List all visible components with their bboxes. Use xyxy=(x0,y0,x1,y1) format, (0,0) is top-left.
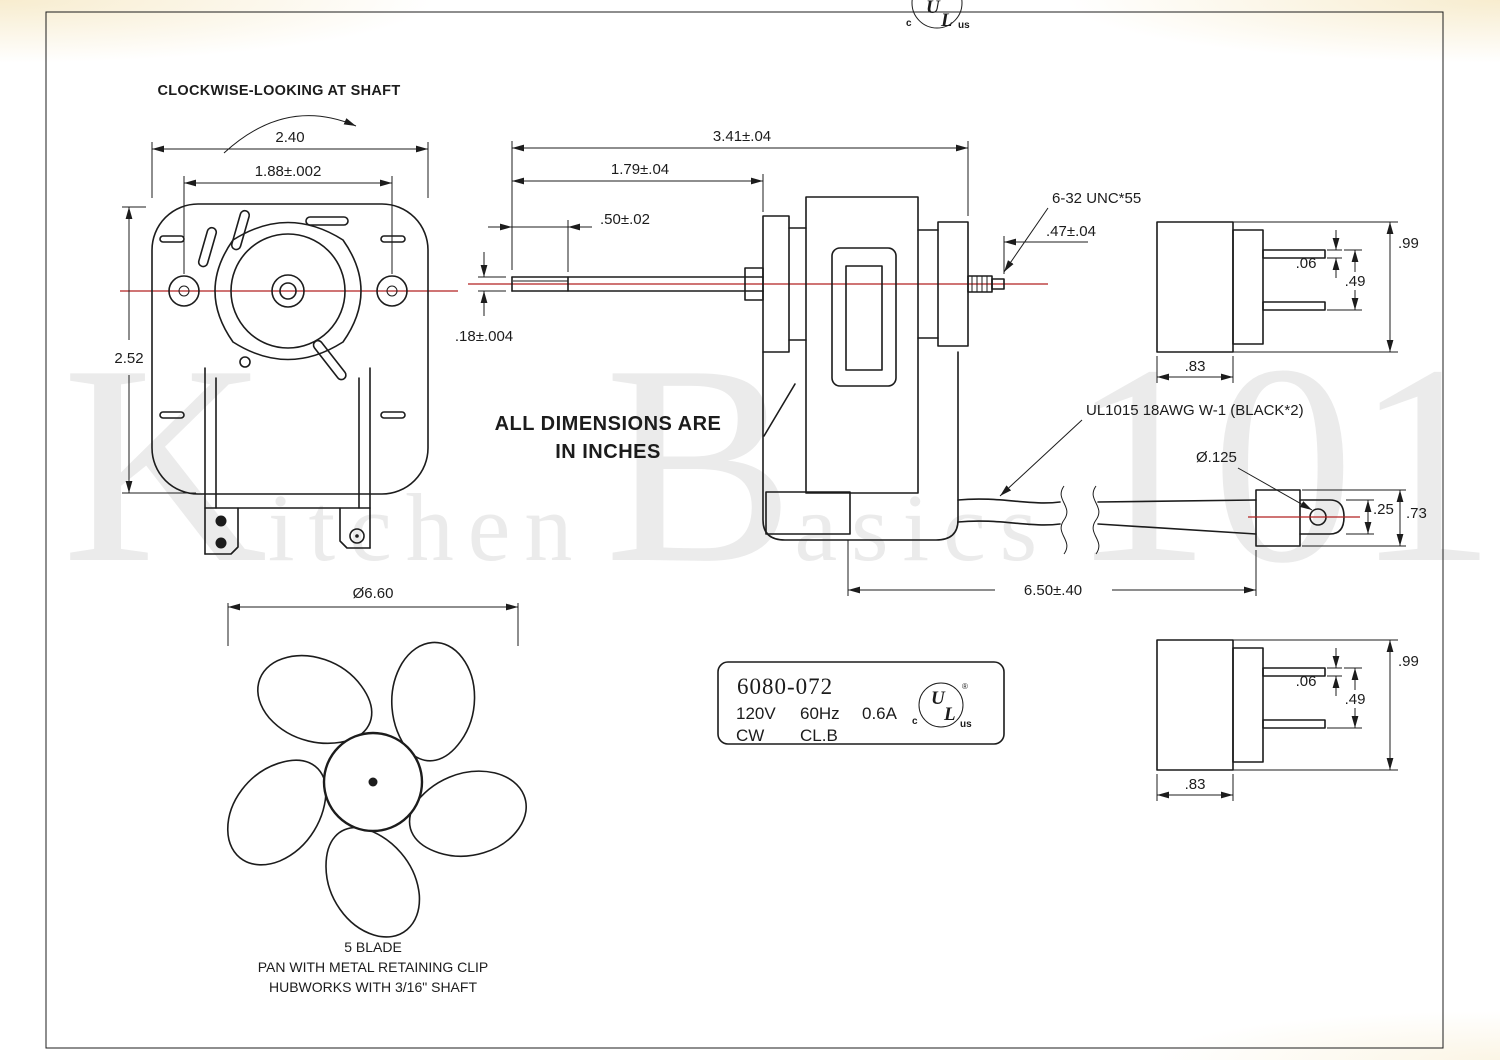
power-plug-view-top: .06 .49 .99 .83 xyxy=(1156,221,1419,383)
plug-dia-dim-label: .99 xyxy=(1398,653,1419,670)
wire-spec-label: UL1015 18AWG W-1 (BLACK*2) xyxy=(1086,402,1304,419)
plug-grip xyxy=(1156,639,1234,771)
front-height-dim-label: 2.52 xyxy=(114,350,143,367)
shaft-flat-dim-label: .50±.02 xyxy=(600,211,650,228)
insulation-class: CL.B xyxy=(800,726,838,745)
ul-c-label: c xyxy=(906,18,912,29)
lead-wire-assembly: UL1015 18AWG W-1 (BLACK*2) Ø.125 .25 .73… xyxy=(847,402,1427,599)
ul-letter-l: L xyxy=(940,10,953,31)
plug-dia-dim-label: .99 xyxy=(1398,235,1419,252)
rotation-spec: CW xyxy=(736,726,764,745)
plug-grip-dim-label: .83 xyxy=(1185,358,1206,375)
fan-note-3: HUBWORKS WITH 3/16" SHAFT xyxy=(269,979,477,995)
vent-slot xyxy=(159,235,185,243)
ul-letter-u: U xyxy=(926,0,941,18)
dimensions-note-line1: ALL DIMENSIONS ARE xyxy=(495,413,722,435)
terminal-body xyxy=(1255,489,1301,547)
terminal-tab-dim-label: .25 xyxy=(1373,501,1394,518)
plug-prong-dim-label: .06 xyxy=(1296,255,1317,272)
vent-slot xyxy=(312,339,347,381)
small-hole xyxy=(239,356,251,368)
rivet xyxy=(215,515,227,527)
vent-slot xyxy=(380,235,406,243)
rotation-note: CLOCKWISE-LOOKING AT SHAFT xyxy=(158,83,401,99)
fan-blade xyxy=(226,759,327,866)
fan-hub-shaft-hole xyxy=(368,777,378,787)
plug-prong xyxy=(1262,301,1326,311)
plug-prong-dim-label: .06 xyxy=(1296,673,1317,690)
motor-side-view: 3.41±.04 1.79±.04 .50±.02 .18±.004 6-32 … xyxy=(455,128,1141,541)
plug-body xyxy=(1232,647,1264,763)
model-number: 6080-072 xyxy=(737,674,833,699)
vent-slot xyxy=(197,226,218,268)
plug-span-dim-label: .49 xyxy=(1345,273,1366,290)
plug-grip-dim-label: .83 xyxy=(1185,776,1206,793)
fan-blade xyxy=(325,826,421,938)
wire-length-dim-label: 6.50±.40 xyxy=(1024,582,1082,599)
frequency-spec: 60Hz xyxy=(800,704,840,723)
side-overall-dim-label: 3.41±.04 xyxy=(713,128,771,145)
motor-case xyxy=(762,351,959,541)
plug-prong xyxy=(1262,719,1326,729)
front-width-dim-label: 2.40 xyxy=(275,129,304,146)
ul-registered-symbol: ® xyxy=(962,682,968,691)
plug-body xyxy=(1232,229,1264,345)
vent-slot xyxy=(380,411,406,419)
current-spec: 0.6A xyxy=(862,704,898,723)
rear-shaft-dim-label: .47±.04 xyxy=(1046,223,1096,240)
ul-us-label: us xyxy=(960,719,972,730)
coil-core xyxy=(845,265,883,371)
lead-wire xyxy=(957,520,1061,526)
ul-c-label: c xyxy=(912,716,918,727)
break-symbol xyxy=(1092,485,1100,555)
front-holespan-dim-label: 1.88±.002 xyxy=(255,163,322,180)
nameplate: 6080-072 120V 60Hz 0.6A CW CL.B U L ® c … xyxy=(717,661,1005,745)
fan-note-2: PAN WITH METAL RETAINING CLIP xyxy=(258,959,489,975)
plug-grip xyxy=(1156,221,1234,353)
motor-body-outline xyxy=(151,203,429,495)
plug-span-dim-label: .49 xyxy=(1345,691,1366,708)
ul-letter-l: L xyxy=(943,704,956,725)
vent-slot xyxy=(159,411,185,419)
rivet xyxy=(215,537,227,549)
voltage-spec: 120V xyxy=(736,704,776,723)
motor-front-view: CLOCKWISE-LOOKING AT SHAFT 2.40 1.88±.00… xyxy=(114,83,458,555)
ul-certification-mark-top: U L c us xyxy=(906,0,970,31)
thread-spec-label: 6-32 UNC*55 xyxy=(1052,190,1141,207)
shaft-dia-dim-label: .18±.004 xyxy=(455,328,513,345)
vent-slot xyxy=(305,216,349,226)
stator-laminations xyxy=(805,196,919,494)
terminal-height-dim-label: .73 xyxy=(1406,505,1427,522)
power-plug-view-bottom: .06 .49 .99 .83 xyxy=(1156,639,1419,801)
general-note: ALL DIMENSIONS ARE IN INCHES xyxy=(495,413,722,463)
coil-bobbin xyxy=(831,247,897,387)
fan-view: Ø6.60 5 BLADE PAN WITH METAL RETAINING C… xyxy=(226,585,527,995)
vent-slot xyxy=(230,209,251,251)
side-face-dim-label: 1.79±.04 xyxy=(611,161,669,178)
dimensions-note-line2: IN INCHES xyxy=(555,441,661,463)
terminal-hole-dim-label: Ø.125 xyxy=(1196,449,1237,466)
ul-certification-mark: U L ® c us xyxy=(912,682,972,730)
fan-note-1: 5 BLADE xyxy=(344,939,402,955)
ul-us-label: us xyxy=(958,20,970,31)
fan-dia-dim-label: Ø6.60 xyxy=(353,585,394,602)
lead-wire xyxy=(957,498,1061,504)
terminal-block xyxy=(765,491,851,535)
break-symbol xyxy=(1060,485,1068,555)
